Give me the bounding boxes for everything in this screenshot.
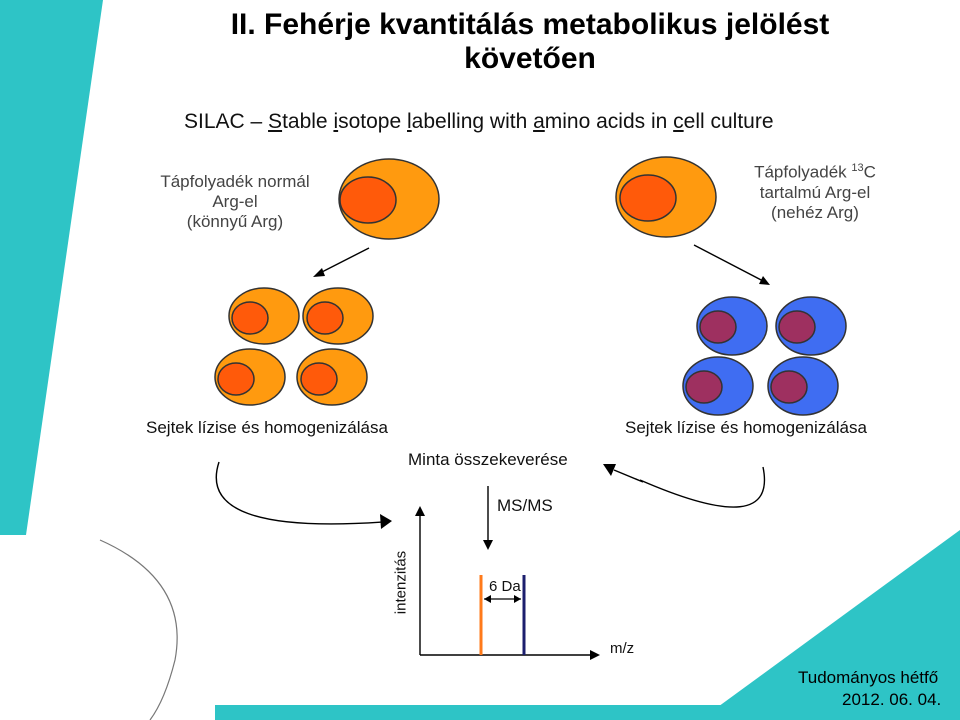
light-cell-nucleus <box>231 301 269 335</box>
subtitle-a-rest: mino acids in <box>544 110 674 133</box>
lysis-left-label: Sejtek lízise és homogenizálása <box>146 418 388 437</box>
arrow-left-head <box>313 268 325 277</box>
teal-left-band <box>0 0 103 535</box>
sample-mixing-label: Minta összekeverése <box>408 450 568 469</box>
arrow-right-to-cells <box>693 244 766 283</box>
light-cell-nucleus <box>217 362 255 396</box>
mass-difference-arrow-right <box>514 595 521 603</box>
slide-title: II. Fehérje kvantitálás metabolikus jelö… <box>230 8 830 75</box>
light-cells-group <box>214 287 374 406</box>
spectrum-y-axis-label: intenzitás <box>392 550 410 615</box>
spectrum-y-axis-head <box>415 506 425 516</box>
mass-difference-label: 6 Da <box>489 578 521 595</box>
subtitle-l-rest: abelling with <box>411 110 534 133</box>
footer-date: 2012. 06. 04. <box>842 690 942 709</box>
heavy-cell-nucleus <box>685 370 723 404</box>
light-cell-nucleus <box>300 362 338 396</box>
heavy-cell-nucleus <box>699 310 737 344</box>
spectrum-x-axis-label: m/z <box>610 640 635 657</box>
heavy-medium-label: Tápfolyadék 13C tartalmú Arg-el (nehéz A… <box>720 158 910 223</box>
heavy-medium-line3: (nehéz Arg) <box>771 202 859 222</box>
light-medium-label: Tápfolyadék normál Arg-el (könnyű Arg) <box>120 172 350 232</box>
silac-subtitle: SILAC – Stable isotope labelling with am… <box>184 110 774 134</box>
arrow-left-to-cells <box>317 247 370 275</box>
mass-difference-arrow-left <box>484 595 491 603</box>
arrow-right-head <box>759 276 770 285</box>
curve-arrow-left <box>215 461 384 525</box>
curve-arrow-right-tail <box>613 469 644 483</box>
subtitle-s: S <box>268 110 283 133</box>
heavy-cell-nucleus <box>770 370 808 404</box>
lysis-right-label: Sejtek lízise és homogenizálása <box>625 418 867 437</box>
subtitle-c: c <box>673 110 684 133</box>
light-cell-nucleus <box>306 301 344 335</box>
heavy-medium-line2: tartalmú Arg-el <box>759 182 871 202</box>
curve-arrow-right-head <box>603 464 616 476</box>
heavy-medium-line1-suffix: C <box>863 162 876 182</box>
heavy-cells-group <box>682 296 847 416</box>
spectrum-x-axis-head <box>590 650 600 660</box>
light-medium-nucleus <box>339 176 397 224</box>
curve-arrow-right <box>639 466 766 508</box>
subtitle-a: a <box>533 110 545 133</box>
subtitle-i-rest: sotope <box>338 110 407 133</box>
footer-event: Tudományos hétfő <box>798 668 939 687</box>
teal-bottom-right-corner <box>700 530 960 720</box>
msms-arrow-head <box>483 540 493 550</box>
light-medium-line3: (könnyű Arg) <box>186 212 284 231</box>
subtitle-l: l <box>407 110 412 133</box>
subtitle-c-rest: ell culture <box>683 110 774 133</box>
heavy-medium-line1-prefix: Tápfolyadék <box>754 162 852 182</box>
light-medium-line1: Tápfolyadék normál <box>160 172 310 191</box>
heavy-medium-line1: Tápfolyadék 13C <box>720 158 910 183</box>
subtitle-s-rest: table <box>282 110 334 133</box>
decorative-arc <box>99 539 178 720</box>
isotope-superscript: 13 <box>851 162 864 174</box>
heavy-medium-nucleus <box>619 174 677 222</box>
msms-label: MS/MS <box>497 496 553 515</box>
subtitle-prefix: SILAC – <box>184 110 269 133</box>
curve-arrow-left-head <box>380 514 392 529</box>
light-medium-line2: Arg-el <box>212 192 258 211</box>
teal-bottom-strip <box>215 705 735 720</box>
subtitle-i: i <box>333 110 339 133</box>
heavy-cell-nucleus <box>778 310 816 344</box>
